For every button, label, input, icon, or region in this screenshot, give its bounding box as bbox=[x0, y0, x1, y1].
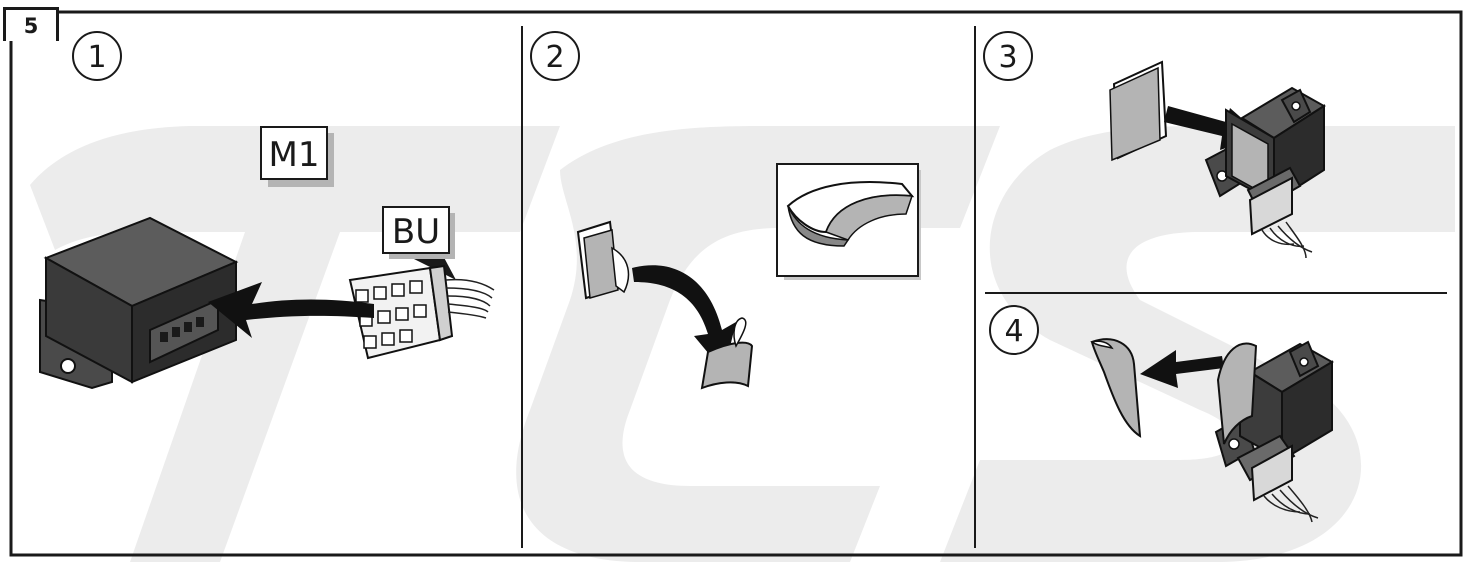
panel-2: 2 bbox=[530, 31, 921, 390]
panel-1-number: 1 bbox=[87, 40, 106, 75]
panel-2-number: 2 bbox=[545, 40, 564, 75]
m1-label: M1 bbox=[269, 135, 320, 175]
panel-3: 3 bbox=[983, 31, 1326, 259]
peeled-liner bbox=[700, 341, 754, 390]
peel-arrow bbox=[632, 265, 736, 372]
module-panel-4 bbox=[1214, 340, 1334, 523]
panel-4-number: 4 bbox=[1004, 314, 1023, 349]
inset-edge bbox=[787, 205, 850, 247]
bu-label-box bbox=[382, 206, 450, 254]
watermark-logo bbox=[30, 126, 1455, 562]
peeled-liner-curl bbox=[733, 317, 747, 348]
panel-4-number-circle bbox=[989, 305, 1039, 355]
connector-bu bbox=[348, 264, 495, 360]
tape-pad bbox=[583, 229, 619, 299]
step-number-tab: 5 bbox=[3, 7, 59, 41]
remove-arrow bbox=[1140, 350, 1224, 388]
control-module-m1 bbox=[39, 216, 239, 390]
panel-1-number-circle bbox=[72, 31, 122, 81]
panel-2-number-circle bbox=[530, 31, 580, 81]
adhesive-pad-face bbox=[1109, 66, 1161, 162]
panel-3-number: 3 bbox=[998, 40, 1017, 75]
m1-label-box bbox=[260, 126, 328, 180]
module-panel-3 bbox=[1204, 86, 1326, 259]
insert-arrow-1 bbox=[208, 282, 374, 338]
tape-peel-corner bbox=[611, 246, 630, 294]
connector-wires bbox=[445, 278, 495, 319]
removed-liner bbox=[1090, 338, 1142, 438]
inset-adhesive bbox=[825, 194, 914, 241]
removed-liner-edge bbox=[1090, 340, 1114, 350]
bu-label: BU bbox=[392, 212, 440, 252]
panel-4: 4 bbox=[989, 305, 1334, 523]
outer-frame bbox=[9, 10, 1463, 557]
panel-1: 1 M1 BU bbox=[39, 31, 495, 390]
panel-3-number-circle bbox=[983, 31, 1033, 81]
